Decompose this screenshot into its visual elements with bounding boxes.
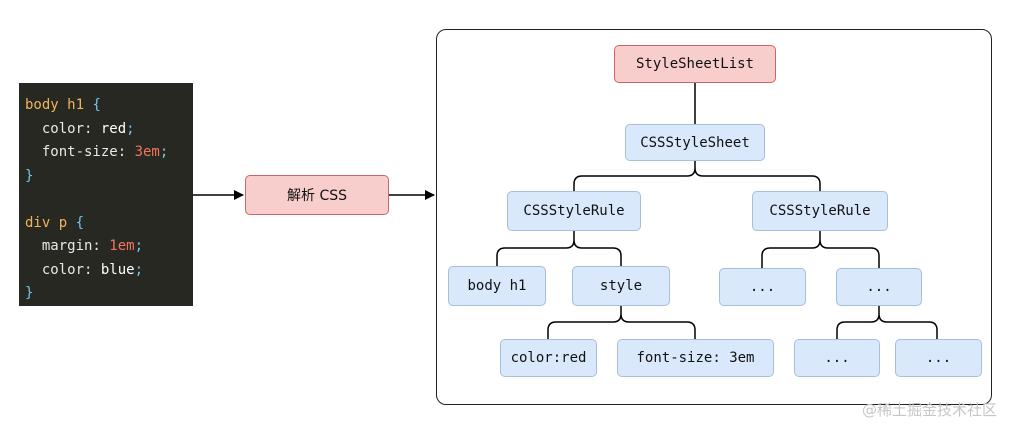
node-cssstylerule-right: CSSStyleRule [752, 191, 888, 231]
edge-rightrule-children [761, 231, 880, 268]
node-label: StyleSheetList [635, 56, 754, 72]
code-line-3: font-size: 3em; [25, 144, 169, 160]
edge-sheet-rules [573, 161, 821, 191]
watermark: @稀土掘金技术社区 [861, 401, 997, 419]
node-ellipsis-3: ... [794, 339, 880, 377]
parse-css-label: 解析 CSS [287, 188, 347, 204]
parse-css-step: 解析 CSS [245, 175, 389, 215]
edge-style-decls [547, 306, 696, 339]
code-line-2: color: red; [25, 120, 135, 137]
code-line-7: margin: 1em; [25, 238, 144, 254]
node-style: style [572, 266, 670, 306]
node-ellipsis-4: ... [895, 339, 982, 377]
node-label: body h1 [467, 278, 527, 294]
node-label: ... [749, 279, 776, 295]
node-ellipsis-1: ... [719, 268, 806, 306]
edge-leftrule-children [496, 231, 622, 266]
node-ellipsis-2: ... [836, 268, 922, 306]
code-line-1: body h1 { [25, 97, 101, 113]
code-line-8: color: blue; [25, 261, 144, 278]
code-line-4: } [25, 167, 34, 184]
node-label: CSSStyleRule [769, 203, 871, 219]
node-label: CSSStyleRule [523, 203, 625, 219]
node-label: ... [824, 350, 850, 366]
node-label: ... [866, 279, 892, 295]
code-line-9: } [25, 285, 34, 301]
node-selector-body-h1: body h1 [448, 266, 546, 306]
node-label: color:red [510, 350, 587, 366]
node-cssstylerule-left: CSSStyleRule [507, 191, 641, 231]
node-label: style [599, 278, 643, 294]
node-decl-color: color:red [500, 339, 597, 377]
node-cssstylesheet: CSSStyleSheet [625, 124, 765, 161]
node-label: CSSStyleSheet [640, 134, 750, 151]
node-label: ... [925, 350, 952, 366]
cssom-tree-frame [436, 29, 992, 405]
node-label: font-size: 3em [636, 350, 755, 366]
edge-ellipsis-children [836, 306, 938, 339]
node-stylesheetlist: StyleSheetList [614, 45, 776, 83]
code-line-6: div p { [25, 214, 85, 231]
css-code-panel: body h1 { color: red; font-size: 3em; } … [19, 83, 193, 306]
node-decl-font-size: font-size: 3em [617, 339, 774, 377]
